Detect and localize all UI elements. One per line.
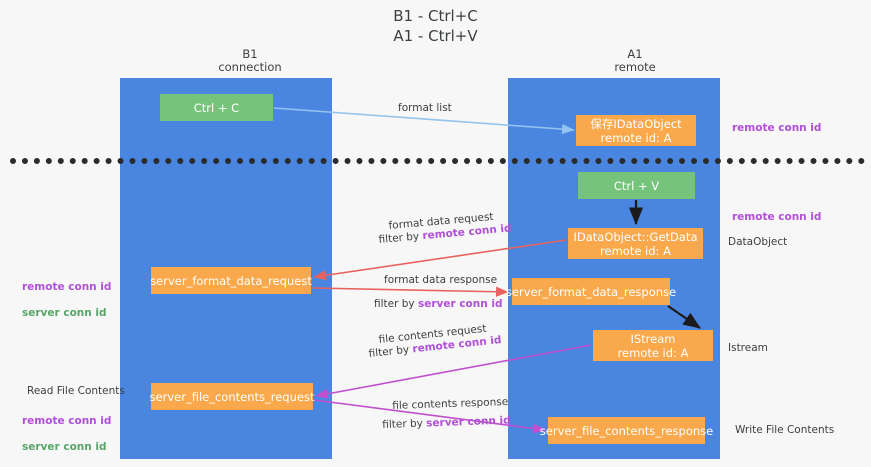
edge-file-contents-request (315, 344, 592, 399)
edge-format-data-response (312, 286, 509, 297)
side-label-conn-ids-bottom: remote conn id server conn id (22, 402, 111, 467)
filter-value-server-conn-id: server conn id (425, 414, 511, 430)
edge-label-format-data-response-filter: filter by server conn id (374, 297, 503, 311)
edge-response-to-istream (667, 305, 701, 329)
side-label-dataobject: DataObject (728, 236, 788, 248)
side-label-istream: Istream (728, 342, 768, 354)
edge-format-list (273, 107, 575, 135)
side-label-conn-ids-top: remote conn id server conn id (22, 268, 111, 333)
filter-prefix: filter by (374, 298, 418, 310)
node-ctrl-c[interactable]: Ctrl + C (160, 94, 273, 121)
node-server-file-contents-response[interactable]: server_file_contents_response (540, 417, 713, 444)
edge-file-contents-response (313, 399, 546, 434)
edge-label-format-data-response: format data response (384, 274, 498, 286)
side-label-remote-conn-id-top: remote conn id (732, 122, 822, 134)
filter-prefix: filter by (382, 417, 427, 431)
node-istream[interactable]: IStream remote id: A (593, 330, 713, 361)
node-server-format-data-response[interactable]: server_format_data_response (506, 278, 676, 305)
dashed-divider (10, 158, 865, 164)
side-label-remote-conn-id: remote conn id (22, 281, 112, 293)
filter-value-server-conn-id: server conn id (417, 298, 503, 310)
node-ctrl-v[interactable]: Ctrl + V (578, 172, 695, 199)
side-label-server-conn-id: server conn id (22, 441, 107, 453)
column-header-a1: A1 remote (614, 47, 656, 74)
diagram-title: B1 - Ctrl+C A1 - Ctrl+V (393, 7, 478, 45)
edge-format-data-request (313, 239, 567, 281)
edge-label-format-list: format list (398, 102, 452, 114)
node-idataobject-getdata[interactable]: IDataObject::GetData remote id: A (568, 228, 703, 259)
side-label-server-conn-id: server conn id (22, 307, 107, 319)
node-save-idataobject[interactable]: 保存IDataObject remote id: A (576, 115, 696, 146)
node-server-file-contents-request[interactable]: server_file_contents_request (150, 383, 314, 410)
side-label-remote-conn-id-mid: remote conn id (732, 211, 822, 223)
side-label-read-file-contents: Read File Contents (27, 385, 125, 397)
column-header-b1: B1 connection (218, 47, 282, 74)
filter-prefix: filter by (378, 230, 423, 246)
side-label-remote-conn-id: remote conn id (22, 415, 112, 427)
node-server-format-data-request[interactable]: server_format_data_request (150, 267, 312, 294)
side-label-write-file-contents: Write File Contents (735, 424, 835, 436)
